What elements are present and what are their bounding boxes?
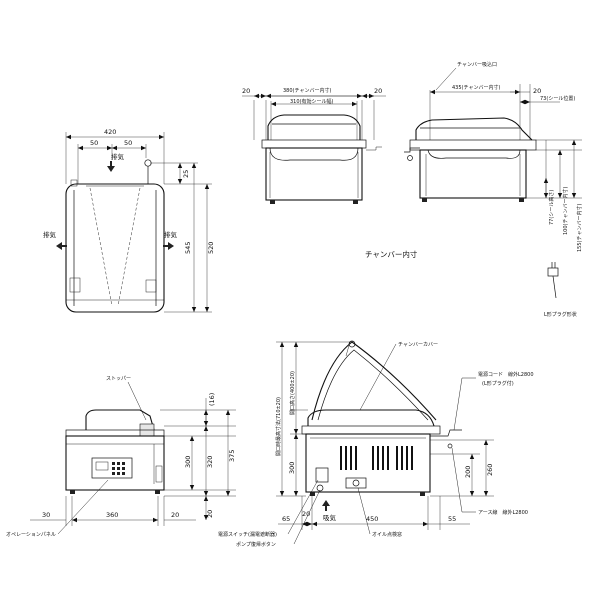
dim-200: 200 — [464, 466, 472, 478]
stopper-label: ストッパー — [106, 376, 131, 382]
front-view: ストッパー オペレーションパネル (16) 300 320 375 20 30 … — [6, 376, 236, 538]
dim-520: 520 — [207, 242, 215, 254]
power-cord-label: 電源コード 線外L2800 — [478, 371, 534, 378]
pump-button-label: ポンプ復帰ボタン — [236, 541, 276, 548]
dim-300-side: 300 — [288, 462, 296, 474]
top-exhaust-label: 排気 — [111, 152, 125, 161]
side-view: 吸気 チャンバーカバー 電源コード 線外L2800 (L形プラグ付) アース線 … — [218, 340, 534, 548]
exhaust-up-arrow-icon — [107, 161, 115, 172]
l-plug-icon — [547, 267, 559, 277]
dim-320: 320 — [206, 456, 214, 468]
dim-25: 25 — [182, 170, 190, 178]
dim-73-seal-position: 73(シール位置) — [540, 95, 575, 102]
dim-20-side: 20 — [533, 87, 541, 95]
plug-note-label: (L形プラグ付) — [482, 380, 514, 387]
dim-100-chamber: 100(チャンバー内寸) — [562, 187, 569, 235]
exhaust-right-arrow-icon — [163, 242, 174, 250]
dim-16: (16) — [208, 393, 216, 406]
chamber-cover-label: チャンバーカバー — [398, 342, 438, 348]
power-switch — [315, 467, 329, 483]
dim-545: 545 — [184, 242, 192, 254]
vent-grille — [340, 446, 413, 470]
dim-20-bottom: 20 — [206, 510, 214, 518]
intake-label: 吸気 — [323, 513, 337, 522]
top-view: 排気 排気 排気 420 50 50 25 545 520 — [43, 128, 215, 313]
pump-reset-button — [316, 484, 324, 492]
chamber-side-view: チャンバー吸込口 435(チャンバー内寸) 20 73(シール位置) 77(シー… — [404, 61, 583, 252]
dim-155-chamber: 155(チャンバー内寸) — [576, 204, 583, 252]
l-plug-caption: L形プラグ形状 — [544, 311, 577, 318]
dim-65: 65 — [282, 515, 290, 523]
dim-20-left: 20 — [242, 87, 250, 95]
dim-450: 450 — [366, 515, 378, 523]
dim-380-chamber: 380(チャンバー内寸) — [283, 87, 331, 94]
l-plug-detail: L形プラグ形状 — [544, 262, 577, 318]
intake-arrow-icon — [322, 500, 330, 511]
dim-310-seal: 310(有効シール幅) — [290, 98, 333, 105]
dim-open-height: 開口高さ(400±20) — [289, 371, 296, 415]
left-exhaust-label: 排気 — [43, 230, 57, 239]
chamber-dimensions-caption: チャンバー内寸 — [365, 249, 418, 259]
dim-width-420: 420 — [104, 128, 116, 136]
operation-panel-label: オペレーションパネル — [6, 532, 56, 538]
dim-77-seal-height: 77(シール高さ) — [548, 190, 555, 225]
power-switch-label: 電源スイッチ(漏電遮断器) — [218, 531, 277, 538]
dim-30: 30 — [42, 511, 50, 519]
oil-window — [345, 477, 367, 489]
dim-300-front: 300 — [184, 456, 192, 468]
dim-20-side-bottom: 20 — [302, 510, 310, 518]
dim-20-right: 20 — [374, 87, 382, 95]
dim-260: 260 — [486, 464, 494, 476]
dim-max-open-height: 開口時最高寸法(710±20) — [275, 397, 282, 456]
dim-20-right-bottom: 20 — [171, 511, 179, 519]
right-exhaust-label: 排気 — [164, 230, 178, 239]
dim-50-left: 50 — [90, 139, 98, 147]
chamber-front-view: 20 380(チャンバー内寸) 20 310(有効シール幅) — [242, 87, 386, 204]
dim-375: 375 — [228, 450, 236, 462]
oil-window-label: オイル点検窓 — [372, 531, 402, 538]
dim-360: 360 — [106, 511, 118, 519]
exhaust-left-arrow-icon — [56, 242, 67, 250]
dim-55: 55 — [448, 515, 456, 523]
dim-50-right: 50 — [124, 139, 132, 147]
dim-435-chamber: 435(チャンバー内寸) — [452, 84, 500, 91]
earth-wire-label: アース線 線外L2800 — [478, 509, 528, 516]
operation-panel — [91, 457, 133, 479]
chamber-intake-label: チャンバー吸込口 — [457, 61, 497, 68]
